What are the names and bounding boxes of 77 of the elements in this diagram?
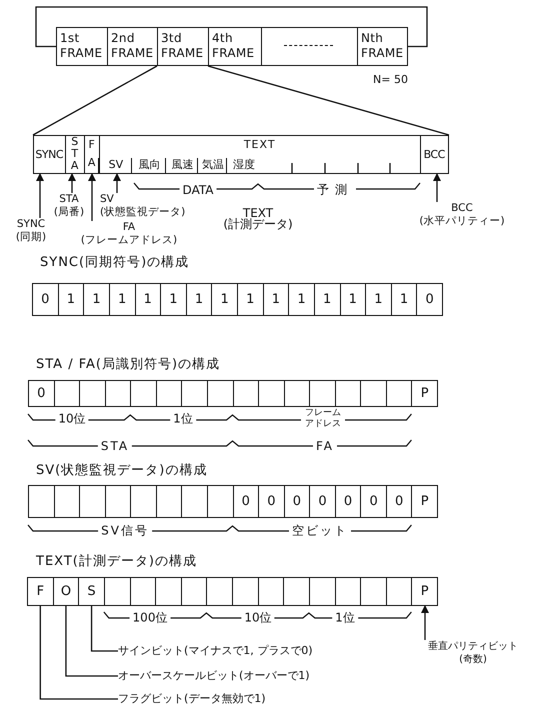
zoom-line [32, 65, 158, 136]
callout-arrow [113, 173, 121, 193]
bracket-label: 10位 [55, 410, 89, 428]
data-subfield: 気温 [197, 158, 228, 174]
bracket-label: DATA [180, 183, 216, 197]
data-subfield: 風向 [131, 158, 166, 174]
bit-cell: 1 [314, 283, 340, 316]
data-subfield: 風速 [165, 158, 198, 174]
callout-label: BCC (水平パリティー) [404, 202, 520, 232]
bracket-label: FA [313, 439, 337, 453]
bit-cell: P [411, 380, 438, 407]
bit-cell: P [411, 577, 438, 606]
bracket-label: 1位 [332, 610, 358, 626]
bracket-label: 1位 [170, 410, 196, 428]
frame-box: 2nd FRAME [107, 27, 158, 66]
callout-label: FA (フレームアドレス) [72, 221, 186, 247]
bit-cell: S [78, 577, 105, 606]
frame-box: Nth FRAME [357, 27, 408, 66]
section-heading: SYNC(同期符号)の構成 [40, 254, 190, 271]
data-subfield: 湿度 [226, 158, 260, 174]
bit-cell: 1 [134, 283, 162, 316]
callout-label: STA (局番) [48, 193, 90, 219]
data-subfield: SV [98, 158, 132, 174]
section-heading: SV(状態監視データ)の構成 [36, 462, 208, 479]
callout-arrow [421, 605, 429, 640]
frame-box: 4th FRAME [208, 27, 262, 66]
bracket-label: 予測 [314, 182, 356, 198]
callout-arrow [433, 173, 441, 202]
bit-cell: 1 [237, 283, 264, 316]
zoom-line [208, 65, 450, 136]
bracket-label: 100位 [130, 610, 170, 626]
bit-cell: 0 [360, 485, 387, 518]
bit-cell: 0 [32, 283, 59, 316]
return-line [35, 6, 428, 48]
frame-count-label: N= 50 [373, 73, 408, 86]
bit-cell: 1 [390, 283, 418, 316]
bit-cell: 1 [186, 283, 212, 316]
bit-cell: 0 [334, 485, 362, 518]
callout-arrow [36, 173, 44, 218]
bit-cell: 0 [284, 485, 310, 518]
bit-cell: 1 [58, 283, 84, 316]
bit-cell: 1 [83, 283, 110, 316]
bit-description: フラグビット(データ無効で1) [118, 691, 266, 707]
bit-cell: 0 [416, 283, 443, 316]
bit-cell: 1 [160, 283, 187, 316]
bit-description: サインビット(マイナスで1, プラスで0) [118, 643, 313, 659]
bit-cell: P [411, 485, 438, 518]
bit-cell: 1 [340, 283, 366, 316]
leader-line [65, 606, 118, 677]
bit-description: 垂直パリティビット (奇数) [412, 640, 534, 670]
callout-arrow [88, 173, 96, 221]
bit-cell: 0 [309, 485, 336, 518]
bit-cell: 1 [108, 283, 136, 316]
bracket-label: STA [98, 439, 132, 453]
callout-arrow [68, 173, 76, 193]
frame-box: 3td FRAME [157, 27, 209, 66]
section-heading: TEXT(計測データ)の構成 [36, 553, 197, 570]
callout-label: SYNC (同期) [8, 218, 54, 246]
bit-description: オーバースケールビット(オーバーで1) [118, 668, 310, 684]
field-title: TEXT [244, 138, 276, 151]
leader-line [90, 606, 118, 652]
section-heading: STA / FA(局識別符号)の構成 [36, 356, 220, 373]
leader-line [40, 606, 118, 700]
bracket-label: フレームアドレス [301, 408, 345, 430]
frame-box: 1st FRAME [56, 27, 108, 66]
bit-cell: 1 [288, 283, 315, 316]
bit-cell: 1 [211, 283, 238, 316]
bit-cell: 0 [28, 380, 55, 407]
ellipsis-box [261, 27, 358, 66]
bit-cell: 0 [258, 485, 285, 518]
bit-cell: F [27, 577, 54, 606]
bracket-label: SV信号 [98, 522, 152, 540]
bit-cell: 1 [262, 283, 290, 316]
bracket-label: 10位 [241, 610, 275, 626]
bit-cell: 0 [386, 485, 412, 518]
bit-cell: 1 [365, 283, 392, 316]
bit-cell: O [52, 577, 80, 606]
